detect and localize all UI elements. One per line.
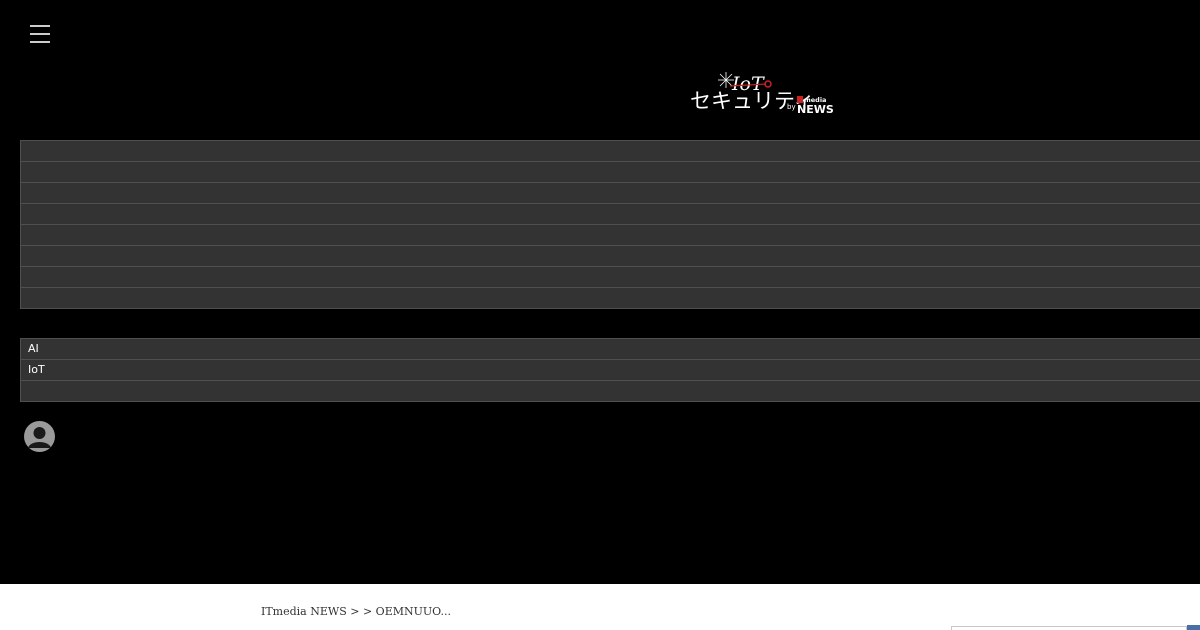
menu-item[interactable] (20, 380, 1200, 402)
logo-title-bottom: セキュリティ (690, 89, 815, 113)
menu-item[interactable] (20, 161, 1200, 183)
sidebar-box (951, 626, 1187, 630)
menu-item[interactable] (20, 266, 1200, 288)
breadcrumb: ITmedia NEWS > > OEMNUUO... (261, 605, 451, 618)
breadcrumb-separator: > (350, 605, 360, 618)
breadcrumb-current: OEMNUUO... (375, 605, 452, 618)
menu-item[interactable] (20, 140, 1200, 162)
menu-item-iot[interactable]: IoT (20, 359, 1200, 381)
user-avatar-icon[interactable] (24, 421, 55, 452)
menu-item-ai[interactable]: AI (20, 338, 1200, 360)
secondary-menu-list: AI IoT (20, 338, 1200, 402)
sidebar-accent (1187, 625, 1200, 630)
menu-item[interactable] (20, 287, 1200, 309)
breadcrumb-separator: > (362, 605, 373, 618)
primary-menu-list (20, 140, 1200, 309)
menu-item[interactable] (20, 245, 1200, 267)
iot-security-logo[interactable]: IoT セキュリティ by media NEWS (690, 66, 840, 126)
site-header-menu-panel: IoT セキュリティ by media NEWS AI IoT (0, 0, 1200, 584)
logo-brand-media: media (804, 96, 826, 104)
logo-by: by (787, 103, 796, 111)
menu-item[interactable] (20, 224, 1200, 246)
breadcrumb-home-link[interactable]: ITmedia NEWS (261, 605, 347, 618)
logo-title-top: IoT (731, 73, 765, 95)
hamburger-menu-icon[interactable] (28, 22, 52, 46)
menu-item[interactable] (20, 203, 1200, 225)
menu-item[interactable] (20, 182, 1200, 204)
logo-brand-news: NEWS (797, 103, 834, 116)
